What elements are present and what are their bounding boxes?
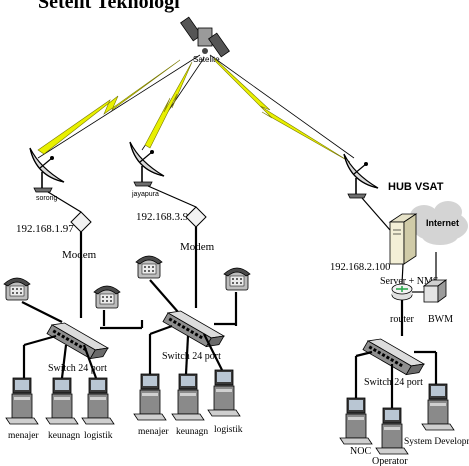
modem-label: Modem [180, 241, 215, 253]
bwm-label: BWM [428, 314, 453, 325]
site-jayapura: jayapura 192.168.3.95 Modem Switch 24 po… [129, 141, 251, 437]
switch-icon [362, 333, 425, 381]
bwm-device-icon [422, 279, 448, 303]
site-ip: 192.168.2.100 [330, 262, 390, 273]
client-label: logistik [84, 431, 113, 441]
switch-label: Switch 24 port [364, 377, 423, 388]
workstation-icon [207, 369, 241, 417]
phone-icon [223, 267, 251, 291]
client-label: NOC [350, 446, 371, 457]
workstation-icon [45, 377, 79, 425]
router-icon [391, 283, 413, 301]
server-label: Server + NMS [380, 276, 438, 287]
client-label: System Development [404, 437, 469, 447]
workstation-icon [375, 407, 409, 455]
site-name: jayapura [131, 191, 159, 198]
modem-label: Modem [62, 249, 97, 261]
workstation-icon [171, 373, 205, 421]
workstation-icon [81, 377, 115, 425]
modem-icon [70, 211, 92, 233]
hub-title: HUB VSAT [388, 181, 444, 193]
satellite-label: Satelite [193, 55, 220, 64]
site-hub: HUB VSAT Internet 192.168.2.100 Server +… [330, 153, 469, 466]
workstation-icon [5, 377, 39, 425]
client-label: keunagn [48, 431, 80, 441]
client-label: keunagn [176, 427, 208, 437]
workstation-icon [133, 373, 167, 421]
internet-label: Internet [426, 218, 459, 228]
satellite-dish-icon [343, 153, 379, 199]
satellite-dish-icon [129, 141, 165, 187]
server-icon [388, 213, 418, 265]
switch-icon [162, 305, 225, 353]
diagram-title: Setelit Teknologi [38, 0, 180, 13]
phone-icon [3, 277, 31, 301]
wireless-beam-icons [37, 57, 351, 163]
workstation-icon [421, 383, 455, 431]
phone-icon [135, 255, 163, 279]
workstation-icon [339, 397, 373, 445]
modem-icon [185, 206, 207, 228]
client-label: Operator [372, 456, 408, 466]
satellite-links [37, 54, 355, 159]
satellite-icon [180, 16, 230, 58]
site-ip: 192.168.1.97 [16, 223, 74, 235]
phone-icon [93, 285, 121, 309]
switch-label: Switch 24 port [48, 363, 107, 374]
site-name: sorong [36, 195, 58, 202]
client-label: menajer [8, 431, 39, 441]
client-label: logistik [214, 425, 243, 435]
switch-label: Switch 24 port [162, 351, 221, 362]
site-ip: 192.168.3.95 [136, 211, 194, 223]
satellite-dish-icon [29, 147, 65, 193]
cloud-icon [410, 201, 468, 245]
site-sorong: sorong 192.168.1.97 Modem Switch 24 port… [3, 147, 144, 441]
switch-icon [46, 317, 109, 365]
client-label: menajer [138, 427, 169, 437]
